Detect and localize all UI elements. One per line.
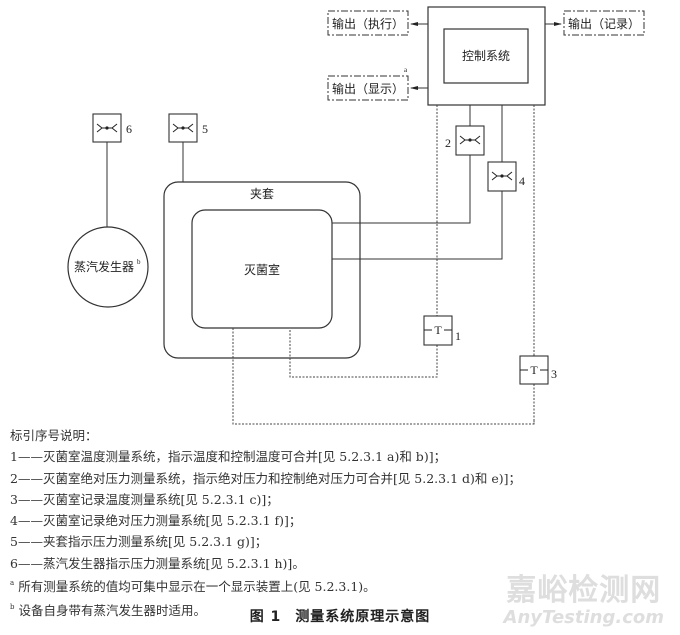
temperature-sensor-3: T 3 [519,105,557,425]
control-system-outer-box [427,6,546,106]
pressure-gauge-icon [487,161,517,192]
measurement-system-diagram: 控制系统 输出（执行） 输出（显示） a 输出（记录） 夹套 灭菌室 蒸汽发生器… [67,6,645,425]
footnote-mark: a [10,579,15,588]
legend-item: 1——灭菌室温度测量系统，指示温度和控制温度可合并[见 5.2.3.1 a)和 … [10,449,447,465]
chamber-label: 灭菌室 [244,262,280,277]
pressure-sensor-5: 5 [168,113,208,182]
pressure-sensor-4: 4 [332,105,525,260]
output-record-label: 输出（记录） [568,16,640,31]
output-display: 输出（显示） a [327,66,428,101]
control-system-block: 控制系统 [427,6,546,106]
legend-item: 2——灭菌室绝对压力测量系统，指示绝对压力和控制绝对压力可合并[见 5.2.3.… [10,470,522,486]
pressure-sensor-6: 6 [92,113,132,227]
steam-generator-block: 蒸汽发生器 b [67,226,149,308]
watermark: 嘉峪检测网 AnyTesting.com [504,575,664,629]
legend-title: 标引序号说明： [10,428,98,443]
output-display-label: 输出（显示） [332,81,404,96]
figure-caption: 图 1 测量系统原理示意图 [0,606,680,626]
footnote-text: 设备自身带有蒸汽发生器时适用。 [18,602,206,618]
figure-title: 测量系统原理示意图 [295,609,431,625]
control-system-inner-box [443,28,529,84]
jacket-label: 夹套 [250,187,274,201]
jacket-box [163,181,361,359]
legend: 标引序号说明： 1——灭菌室温度测量系统，指示温度和控制温度可合并[见 5.2.… [10,425,521,621]
output-display-note-mark: a [404,66,408,74]
sensor-3-number: 3 [551,367,557,381]
legend-item: 6——蒸汽发生器指示压力测量系统[见 5.2.3.1 h)]。 [10,555,305,571]
figure-number: 图 1 [249,609,282,625]
steam-generator-circle [67,226,149,308]
sensor-3-symbol: T [530,363,538,377]
output-display-box [327,75,409,101]
watermark-cn: 嘉峪检测网 [506,573,662,608]
chamber-box [191,209,333,329]
pressure-sensor-2: 2 [332,105,485,224]
sensor-5-number: 5 [202,122,208,136]
legend-item: 5——夹套指示压力测量系统[见 5.2.3.1 g)]； [10,534,268,550]
legend-item: 4——灭菌室记录绝对压力测量系统[见 5.2.3.1 f)]； [10,513,302,529]
temperature-line-3-loop [232,328,535,425]
steam-generator-label: 蒸汽发生器 [74,259,134,274]
sensor-1-number: 1 [455,329,461,343]
sensor-4-number: 4 [519,174,525,188]
control-system-label: 控制系统 [462,49,510,63]
output-execute-label: 输出（执行） [332,16,404,31]
legend-item: 3——灭菌室记录温度测量系统[见 5.2.3.1 c)]； [10,491,279,507]
temperature-sensor-1: T 1 [289,105,461,378]
footnote-mark: b [10,602,15,611]
sensor-2-number: 2 [445,136,451,150]
output-record-box [563,10,645,36]
output-record: 输出（记录） [545,10,645,36]
steam-generator-note-mark: b [137,258,141,266]
sensor-6-number: 6 [126,122,132,136]
jacket-block: 夹套 [163,181,361,359]
sensor-1-symbol: T [434,323,442,337]
watermark-en: AnyTesting.com [503,607,664,628]
footnote-text: 所有测量系统的值均可集中显示在一个显示装置上(见 5.2.3.1)。 [18,579,376,595]
chamber-block: 灭菌室 [191,209,333,329]
output-execute: 输出（执行） [327,10,428,36]
output-execute-box [327,10,409,36]
